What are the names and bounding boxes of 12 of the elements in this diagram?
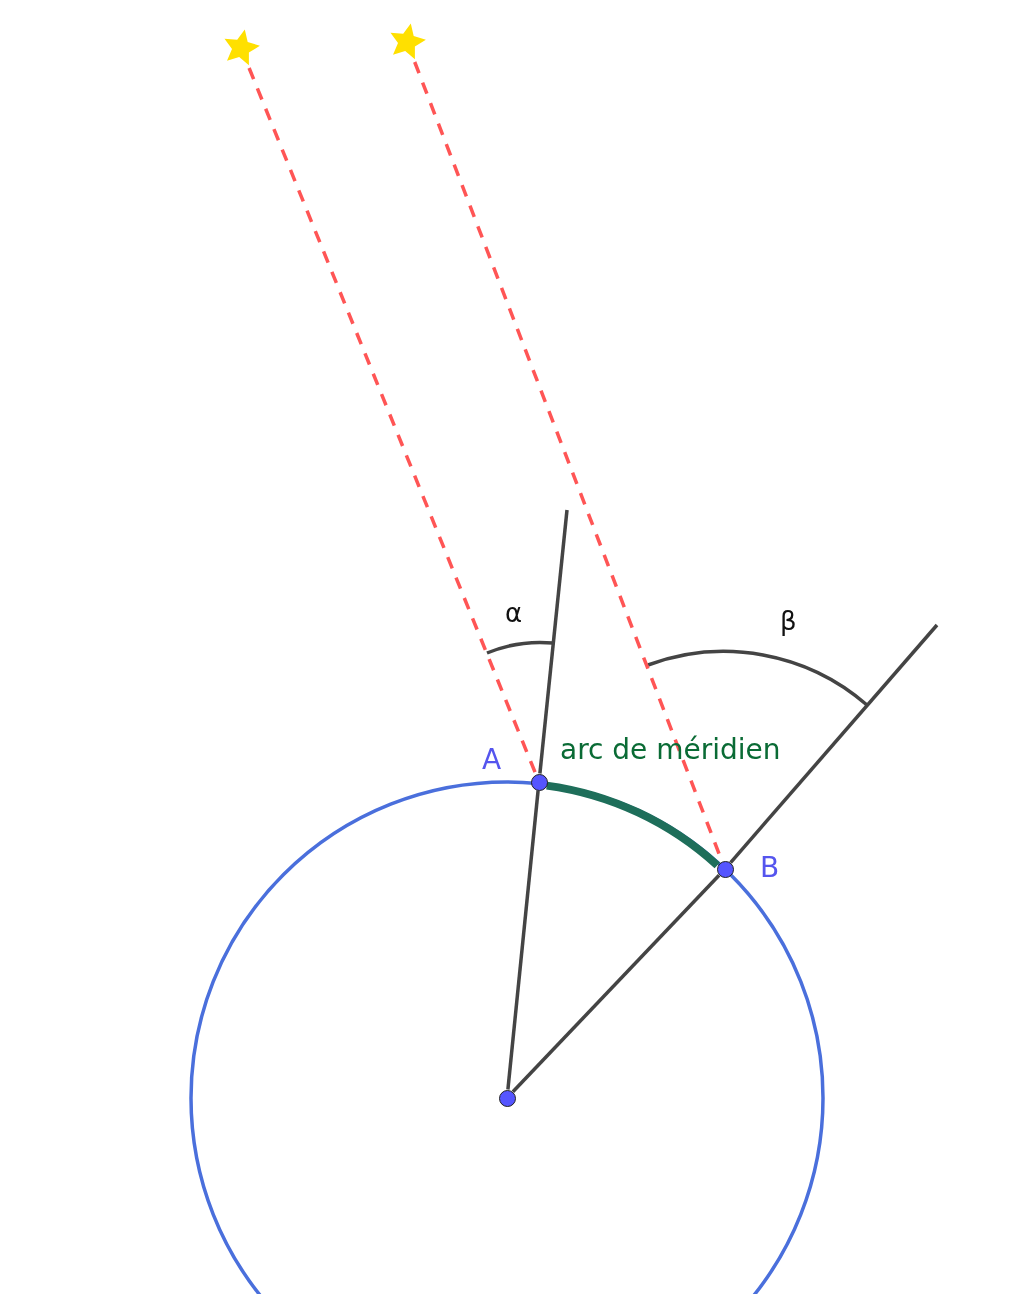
point-marker xyxy=(498,1089,516,1107)
line xyxy=(511,874,721,1093)
line xyxy=(538,509,569,774)
line xyxy=(729,623,939,864)
dashed-line xyxy=(247,67,538,775)
angle-label: β xyxy=(780,608,797,634)
edge-label: arc de méridien xyxy=(560,736,781,764)
angle-label: α xyxy=(505,600,523,626)
arc-line xyxy=(545,781,720,869)
line xyxy=(506,790,540,1090)
point-label: A xyxy=(482,746,502,774)
point-label: B xyxy=(760,854,780,882)
